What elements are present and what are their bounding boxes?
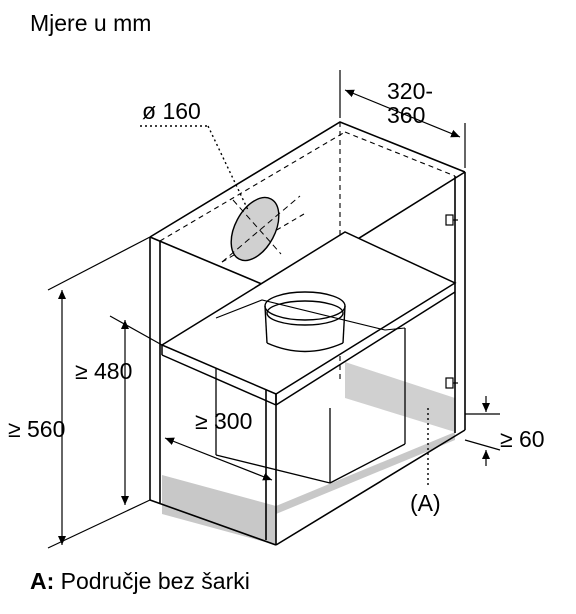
dimension-lines [47,70,501,549]
hinge-free-zone-back [345,362,455,432]
legend-text: Područje bez šarki [60,568,250,594]
min-width-label: ≥ 300 [195,408,253,434]
leader-lines [140,125,429,488]
min-strip-label: ≥ 60 [500,426,545,452]
legend-key: A: [30,568,55,594]
depth-label-bottom: 360 [387,102,426,128]
min-height-cabinet-label: ≥ 560 [8,416,66,442]
hinge-icon [445,214,458,389]
diameter-label: ø 160 [142,98,201,124]
hood-unit [215,299,406,484]
duct-cutout [221,195,301,263]
depth-label-top: 320- [387,78,434,104]
diagram-title: Mjere u mm [30,10,152,36]
legend-caption: A: Područje bez šarki [30,568,250,595]
hinge-free-zone-front [162,475,276,545]
shelf [160,231,457,406]
cabinet-frame [149,121,466,546]
zone-marker-label: (A) [410,490,441,516]
min-height-shelf-label: ≥ 480 [75,358,133,384]
duct-connector [264,291,346,353]
hinge-free-zone-side [276,432,455,514]
